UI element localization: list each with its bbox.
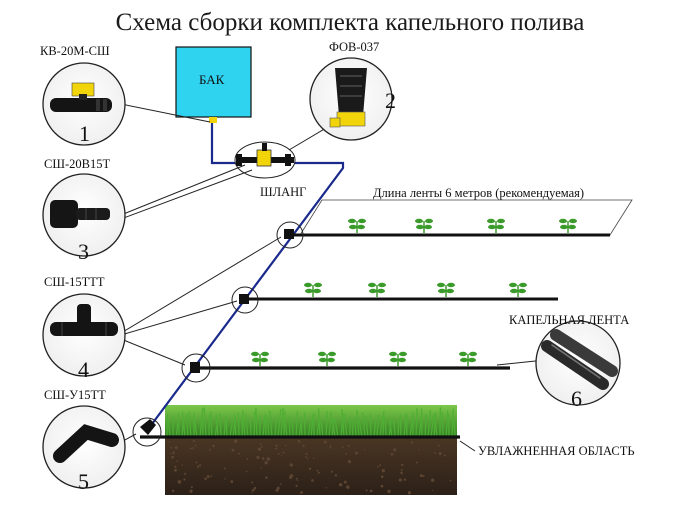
component-number-2: 2 [385,88,396,113]
tank-label: БАК [199,72,225,87]
component-number-6: 6 [571,386,582,411]
main-hose [145,122,345,433]
component-code-4: СШ-15ТТТ [44,275,105,289]
tee-connector-icon [50,304,118,336]
drip-tape-icon [541,329,618,390]
component-circle-6 [535,320,621,406]
component-circle-3 [42,173,126,257]
hose-connector-icon [50,200,110,228]
hose-label: ШЛАНГ [260,185,307,199]
component-circle-4 [42,293,126,377]
plant-sprout-icon [318,351,336,366]
component-circle-1 [42,62,126,146]
filter-icon [329,68,367,128]
plant-sprout-icon [251,351,269,366]
component-code-1: КВ-20М-СШ [40,44,110,58]
elbow-connector-icon [53,424,119,463]
component-circle-2 [309,57,393,141]
component-number-1: 1 [79,121,90,146]
plant-sprout-icon [509,282,527,297]
moist-area-label: УВЛАЖНЕННАЯ ОБЛАСТЬ [478,444,635,458]
plant-sprout-icon [437,282,455,297]
plant-sprout-icon [415,218,433,233]
drip-tape-label: КАПЕЛЬНАЯ ЛЕНТА [509,313,630,327]
leader-lines [120,103,546,452]
plants [251,218,577,366]
hose-fitting-group [234,141,296,179]
valve-icon [50,82,112,112]
plant-sprout-icon [459,351,477,366]
tee-fittings [140,229,294,435]
plant-sprout-icon [348,218,366,233]
connection-circles [132,221,304,447]
drip-tapes [140,199,633,439]
plant-sprout-icon [487,218,505,233]
component-number-3: 3 [78,239,89,264]
component-circle-5 [42,405,126,489]
plant-sprout-icon [559,218,577,233]
component-number-5: 5 [78,469,89,494]
component-code-2: ФОВ-037 [329,40,380,54]
tank [175,46,252,123]
plant-sprout-icon [368,282,386,297]
component-number-4: 4 [78,357,89,382]
component-code-5: СШ-У15ТТ [44,388,106,402]
tape-length-label: Длина ленты 6 метров (рекомендуемая) [373,186,585,200]
moist-area-block [165,405,457,495]
diagram-title: Схема сборки комплекта капельного полива [115,9,585,36]
tape-row-1 [290,199,633,237]
plant-sprout-icon [304,282,322,297]
component-code-3: СШ-20В15Т [44,157,111,171]
plant-sprout-icon [389,351,407,366]
